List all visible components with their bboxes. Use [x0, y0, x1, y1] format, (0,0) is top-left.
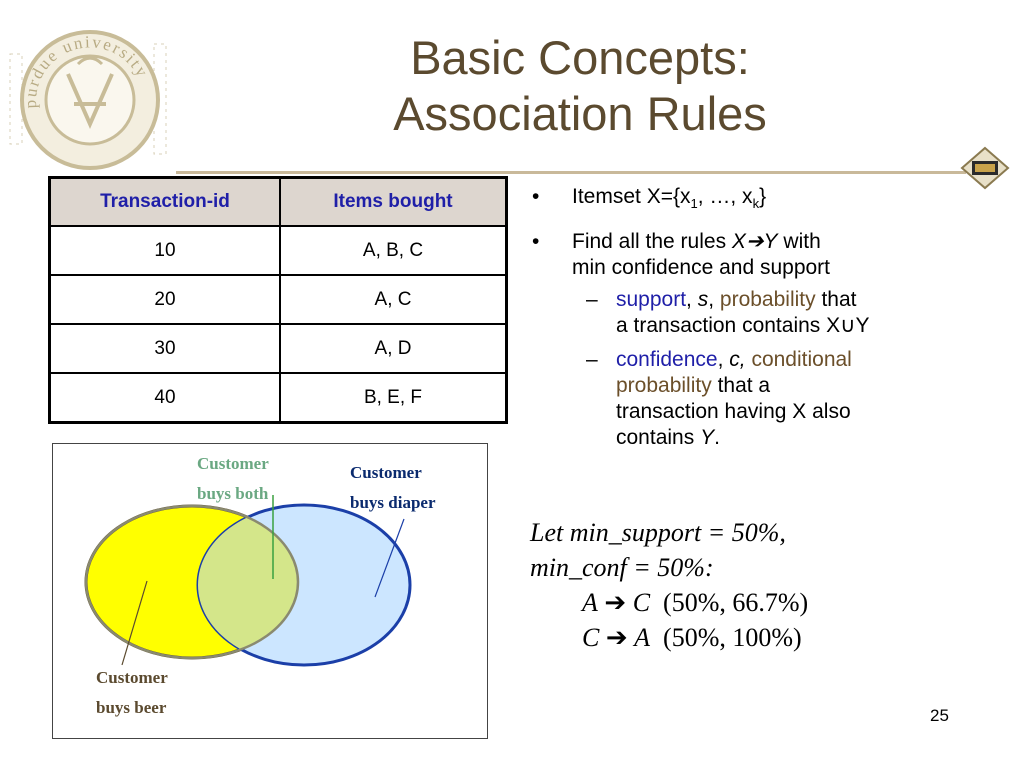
text: , …, x — [697, 185, 753, 208]
rule-c-to-a: C ➔ A (50%, 100%) — [530, 620, 808, 655]
text: Find all the rules — [572, 230, 732, 254]
table-row: 40 B, E, F — [48, 372, 508, 424]
term-probability: probability — [719, 288, 816, 312]
text: . — [714, 426, 720, 450]
header-items-bought: Items bought — [279, 176, 508, 227]
cell-transaction-id: 10 — [48, 225, 281, 276]
label-line: Customer — [197, 454, 269, 473]
label-line: buys beer — [96, 698, 167, 717]
text: that a — [711, 374, 771, 398]
text: with — [777, 230, 821, 254]
transaction-table: Transaction-id Items bought 10 A, B, C 2… — [48, 176, 508, 424]
label-customer-buys-diaper: Customer buys diaper — [350, 458, 480, 518]
table-header-row: Transaction-id Items bought — [48, 176, 508, 227]
formula-block: Let min_support = 50%, min_conf = 50%: A… — [530, 515, 808, 655]
subscript: 1 — [690, 196, 698, 212]
bullet-itemset: • Itemset X={x1, …, xk} — [532, 184, 952, 217]
label-line: Customer — [350, 463, 422, 482]
arrow-right-icon: ➔ — [604, 588, 627, 617]
symbol-s: s — [697, 288, 709, 312]
rule-lhs: C — [582, 623, 600, 652]
term-probability: probability — [616, 374, 712, 398]
label-customer-buys-both: Customer buys both — [197, 449, 307, 509]
bullet-list: • Itemset X={x1, …, xk} • Find all the r… — [532, 184, 952, 459]
title-divider — [176, 171, 966, 174]
text: a transaction contains X∪Y — [616, 314, 870, 338]
cell-items: A, C — [279, 274, 508, 325]
rule-rhs: C — [632, 588, 651, 617]
text: , — [717, 348, 730, 372]
formula-line-2: min_conf = 50%: — [530, 553, 714, 582]
label-line: buys both — [197, 484, 269, 503]
pointer-line-beer — [121, 580, 148, 666]
table-row: 10 A, B, C — [48, 225, 508, 276]
text: contains — [616, 426, 701, 450]
header-transaction-id: Transaction-id — [48, 176, 281, 227]
text: , — [686, 288, 698, 312]
sub-bullet-support: – support, s, probability that a transac… — [532, 287, 952, 339]
rule-x: X — [731, 230, 746, 254]
symbol-c: c, — [729, 348, 746, 372]
rule-a-to-c: A ➔ C (50%, 66.7%) — [530, 585, 808, 620]
table-row: 20 A, C — [48, 274, 508, 325]
arrow-right-icon: ➔ — [745, 230, 764, 254]
cell-items: B, E, F — [279, 372, 508, 424]
text: , — [708, 288, 720, 312]
rule-lhs: A — [582, 588, 598, 617]
rule-rhs: A — [634, 623, 651, 652]
slide-title: Basic Concepts: Association Rules — [300, 30, 860, 142]
label-line: buys diaper — [350, 493, 436, 512]
cell-items: A, B, C — [279, 225, 508, 276]
venn-overlap-region — [198, 506, 298, 658]
rule-y: Y — [763, 230, 778, 254]
bullet-find-rules: • Find all the rules X➔Y with min confid… — [532, 229, 952, 281]
subscript: k — [752, 196, 760, 212]
pointer-line-diaper — [374, 518, 405, 598]
text: that — [815, 288, 857, 312]
cell-items: A, D — [279, 323, 508, 374]
dash-icon: – — [586, 348, 598, 372]
rule-values: (50%, 66.7%) — [663, 588, 809, 617]
venn-diagram — [84, 495, 412, 667]
rule-values: (50%, 100%) — [663, 623, 802, 652]
table-row: 30 A, D — [48, 323, 508, 374]
text: transaction having X also — [616, 400, 851, 424]
arrow-right-icon: ➔ — [605, 623, 628, 652]
title-line-2: Association Rules — [393, 87, 767, 140]
venn-beer-outline — [84, 504, 300, 660]
purdue-logo-icon — [960, 146, 1010, 190]
title-line-1: Basic Concepts: — [410, 31, 750, 84]
term-confidence: confidence — [616, 348, 718, 372]
cell-transaction-id: 30 — [48, 323, 281, 374]
university-seal-icon: purdue university — [9, 30, 167, 170]
text: Itemset X={x — [572, 185, 691, 208]
text: min confidence and support — [572, 256, 830, 280]
text: } — [759, 185, 767, 208]
term-conditional: conditional — [751, 348, 852, 372]
sub-bullet-confidence: – confidence, c, conditional probability… — [532, 347, 952, 451]
term-support: support — [616, 288, 687, 312]
page-number: 25 — [930, 706, 949, 725]
formula-line-1: Let min_support = 50%, — [530, 518, 786, 547]
label-customer-buys-beer: Customer buys beer — [96, 663, 216, 723]
cell-transaction-id: 20 — [48, 274, 281, 325]
cell-transaction-id: 40 — [48, 372, 281, 424]
bullet-dot-icon: • — [532, 230, 540, 254]
bullet-dot-icon: • — [532, 185, 540, 208]
symbol-y: Y — [700, 426, 715, 450]
dash-icon: – — [586, 288, 598, 312]
label-line: Customer — [96, 668, 168, 687]
